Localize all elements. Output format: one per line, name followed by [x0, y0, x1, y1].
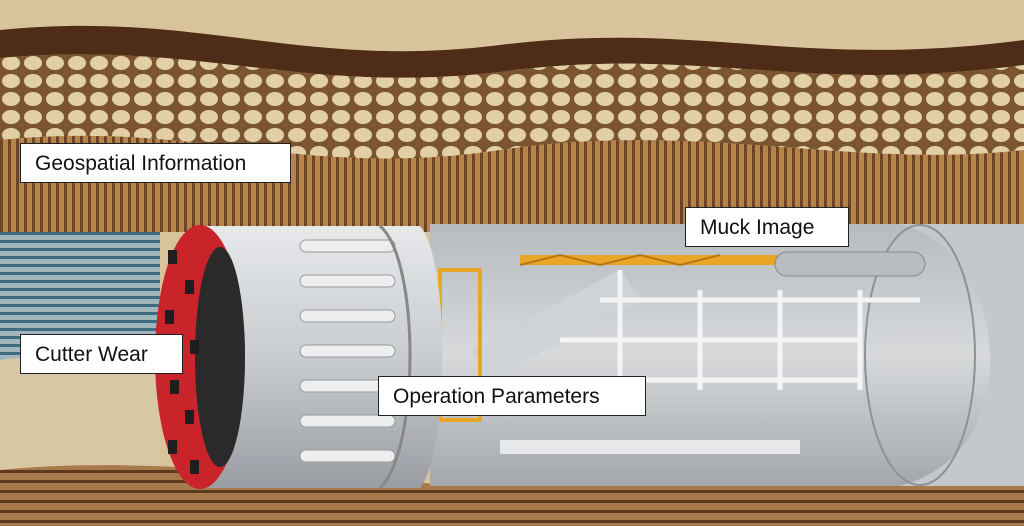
operation-parameters-label: Operation Parameters — [378, 376, 646, 416]
shield — [200, 224, 443, 490]
muck-image-label: Muck Image — [685, 207, 849, 247]
gantry — [438, 251, 926, 454]
cutterhead — [155, 225, 245, 489]
geospatial-information-label: Geospatial Information — [20, 143, 291, 183]
cutter-wear-label: Cutter Wear — [20, 334, 183, 374]
